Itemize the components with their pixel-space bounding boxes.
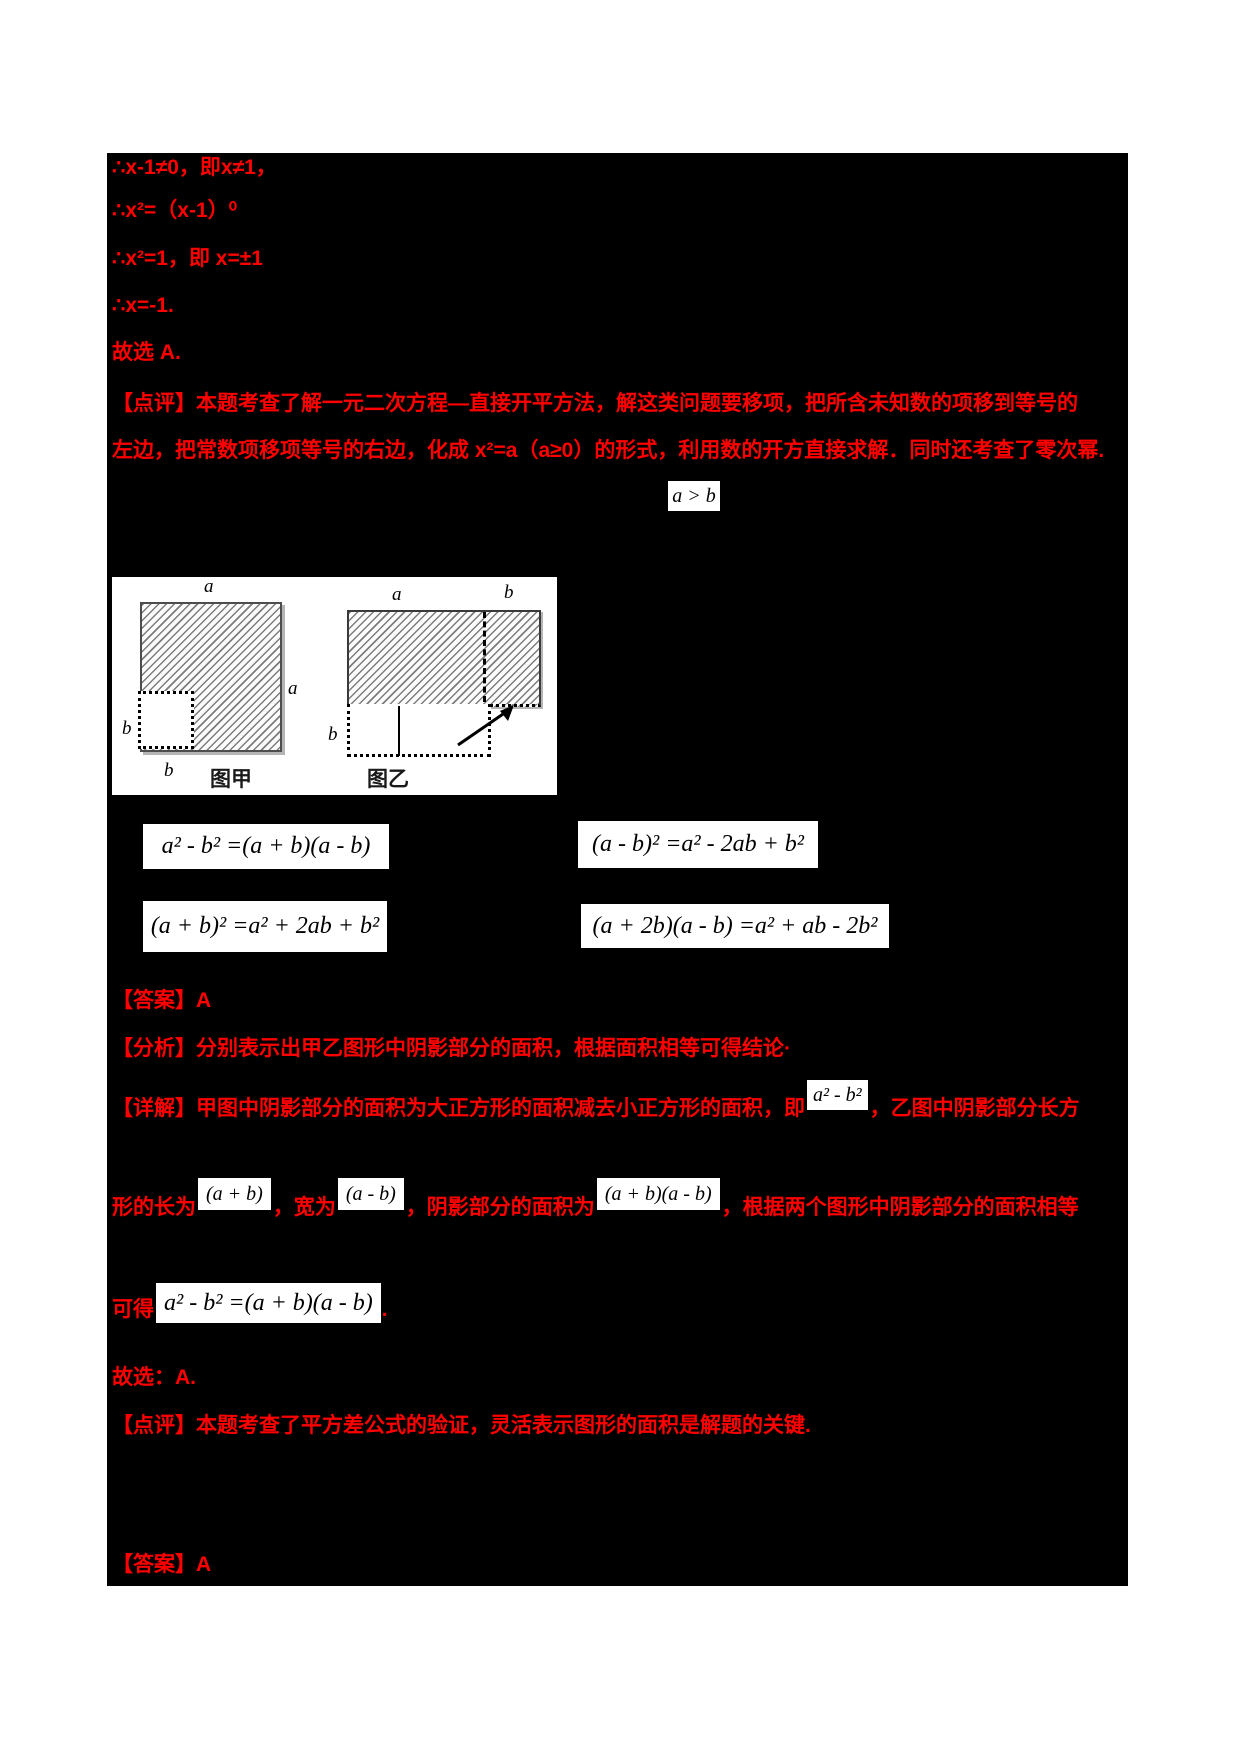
geometry-figure-panel: a a b b 图甲 a b b 图乙: [112, 577, 557, 795]
yi-label-b-top: b: [504, 582, 514, 603]
inline-formula-box: (a + b)(a - b): [596, 1178, 720, 1210]
yi-label-a-top: a: [392, 584, 402, 605]
detail-text: ，阴影部分的面积为: [405, 1196, 595, 1219]
jia-label-b-left: b: [122, 718, 132, 739]
jia-label-a-right: a: [288, 678, 298, 699]
yi-label-b-left: b: [328, 724, 338, 745]
inline-formula-box: (a - b): [337, 1178, 404, 1210]
solution-line: ∴x-1≠0，即x≠1，: [112, 156, 277, 179]
jia-label-b-bottom: b: [164, 760, 174, 781]
analysis-line: 【分析】分别表示出甲乙图形中阴影部分的面积，根据面积相等可得结论·: [112, 1037, 791, 1060]
detail-text: 可得: [112, 1298, 154, 1321]
conclusion-line: 故选：A.: [112, 1366, 196, 1389]
option-formula-d-box: (a + 2b)(a - b) =a² + ab - 2b²: [581, 904, 889, 948]
conclusion-line: 故选 A.: [112, 341, 181, 364]
jia-label-a-top: a: [204, 576, 214, 597]
solution-line: ∴x²=1，即 x=±1: [112, 247, 263, 270]
inline-formula-box: a² - b² =(a + b)(a - b): [156, 1283, 381, 1323]
solution-line: ∴x=-1.: [112, 294, 174, 317]
solution-line: ∴x²=（x-1）⁰: [112, 199, 238, 222]
detail-line-3: 可得 a² - b² =(a + b)(a - b) .: [112, 1281, 388, 1323]
detail-text: 形的长为: [112, 1196, 196, 1219]
detail-text: 【详解】甲图中阴影部分的面积为大正方形的面积减去小正方形的面积，即: [112, 1097, 805, 1120]
solution-black-panel: ∴x-1≠0，即x≠1， ∴x²=（x-1）⁰ ∴x²=1，即 x=±1 ∴x=…: [107, 153, 1128, 1586]
figure-jia-small-white-square: [138, 691, 194, 749]
detail-text: ，宽为: [272, 1196, 336, 1219]
figure-yi-dashdot-line: [483, 612, 486, 702]
detail-text: ，根据两个图形中阴影部分的面积相等: [721, 1196, 1079, 1219]
option-formula-a-box: a² - b² =(a + b)(a - b): [143, 824, 389, 869]
arrow-icon: [457, 705, 514, 747]
inline-formula-box: a² - b²: [807, 1080, 868, 1110]
inline-formula-box: (a + b): [198, 1178, 271, 1210]
option-formula-c-box: (a + b)² =a² + 2ab + b²: [143, 901, 387, 952]
answer-label: 【答案】A: [112, 989, 212, 1012]
figure-yi-dotted-rect: [347, 704, 491, 757]
detail-line-1: 【详解】甲图中阴影部分的面积为大正方形的面积减去小正方形的面积，即 a² - b…: [112, 1078, 1080, 1122]
condition-formula-box: a > b: [668, 481, 720, 511]
detail-text: ，乙图中阴影部分长方: [869, 1097, 1080, 1120]
figure-yi-hatched-rect: [347, 610, 541, 707]
figure-yi-divider-line: [398, 706, 400, 756]
option-formula-b-box: (a - b)² =a² - 2ab + b²: [578, 821, 818, 868]
comment-line: 左边，把常数项移项等号的右边，化成 x²=a（a≥0）的形式，利用数的开方直接求…: [112, 439, 1105, 462]
comment-line: 【点评】本题考查了解一元二次方程—直接开平方法，解这类问题要移项，把所含未知数的…: [112, 392, 1078, 415]
yi-caption: 图乙: [367, 768, 409, 791]
answer-label: 【答案】A: [112, 1553, 212, 1576]
detail-line-2: 形的长为 (a + b) ，宽为 (a - b) ，阴影部分的面积为 (a + …: [112, 1175, 1079, 1221]
jia-caption: 图甲: [210, 768, 252, 791]
comment-line: 【点评】本题考查了平方差公式的验证，灵活表示图形的面积是解题的关键.: [112, 1414, 811, 1437]
detail-text: .: [381, 1298, 388, 1321]
